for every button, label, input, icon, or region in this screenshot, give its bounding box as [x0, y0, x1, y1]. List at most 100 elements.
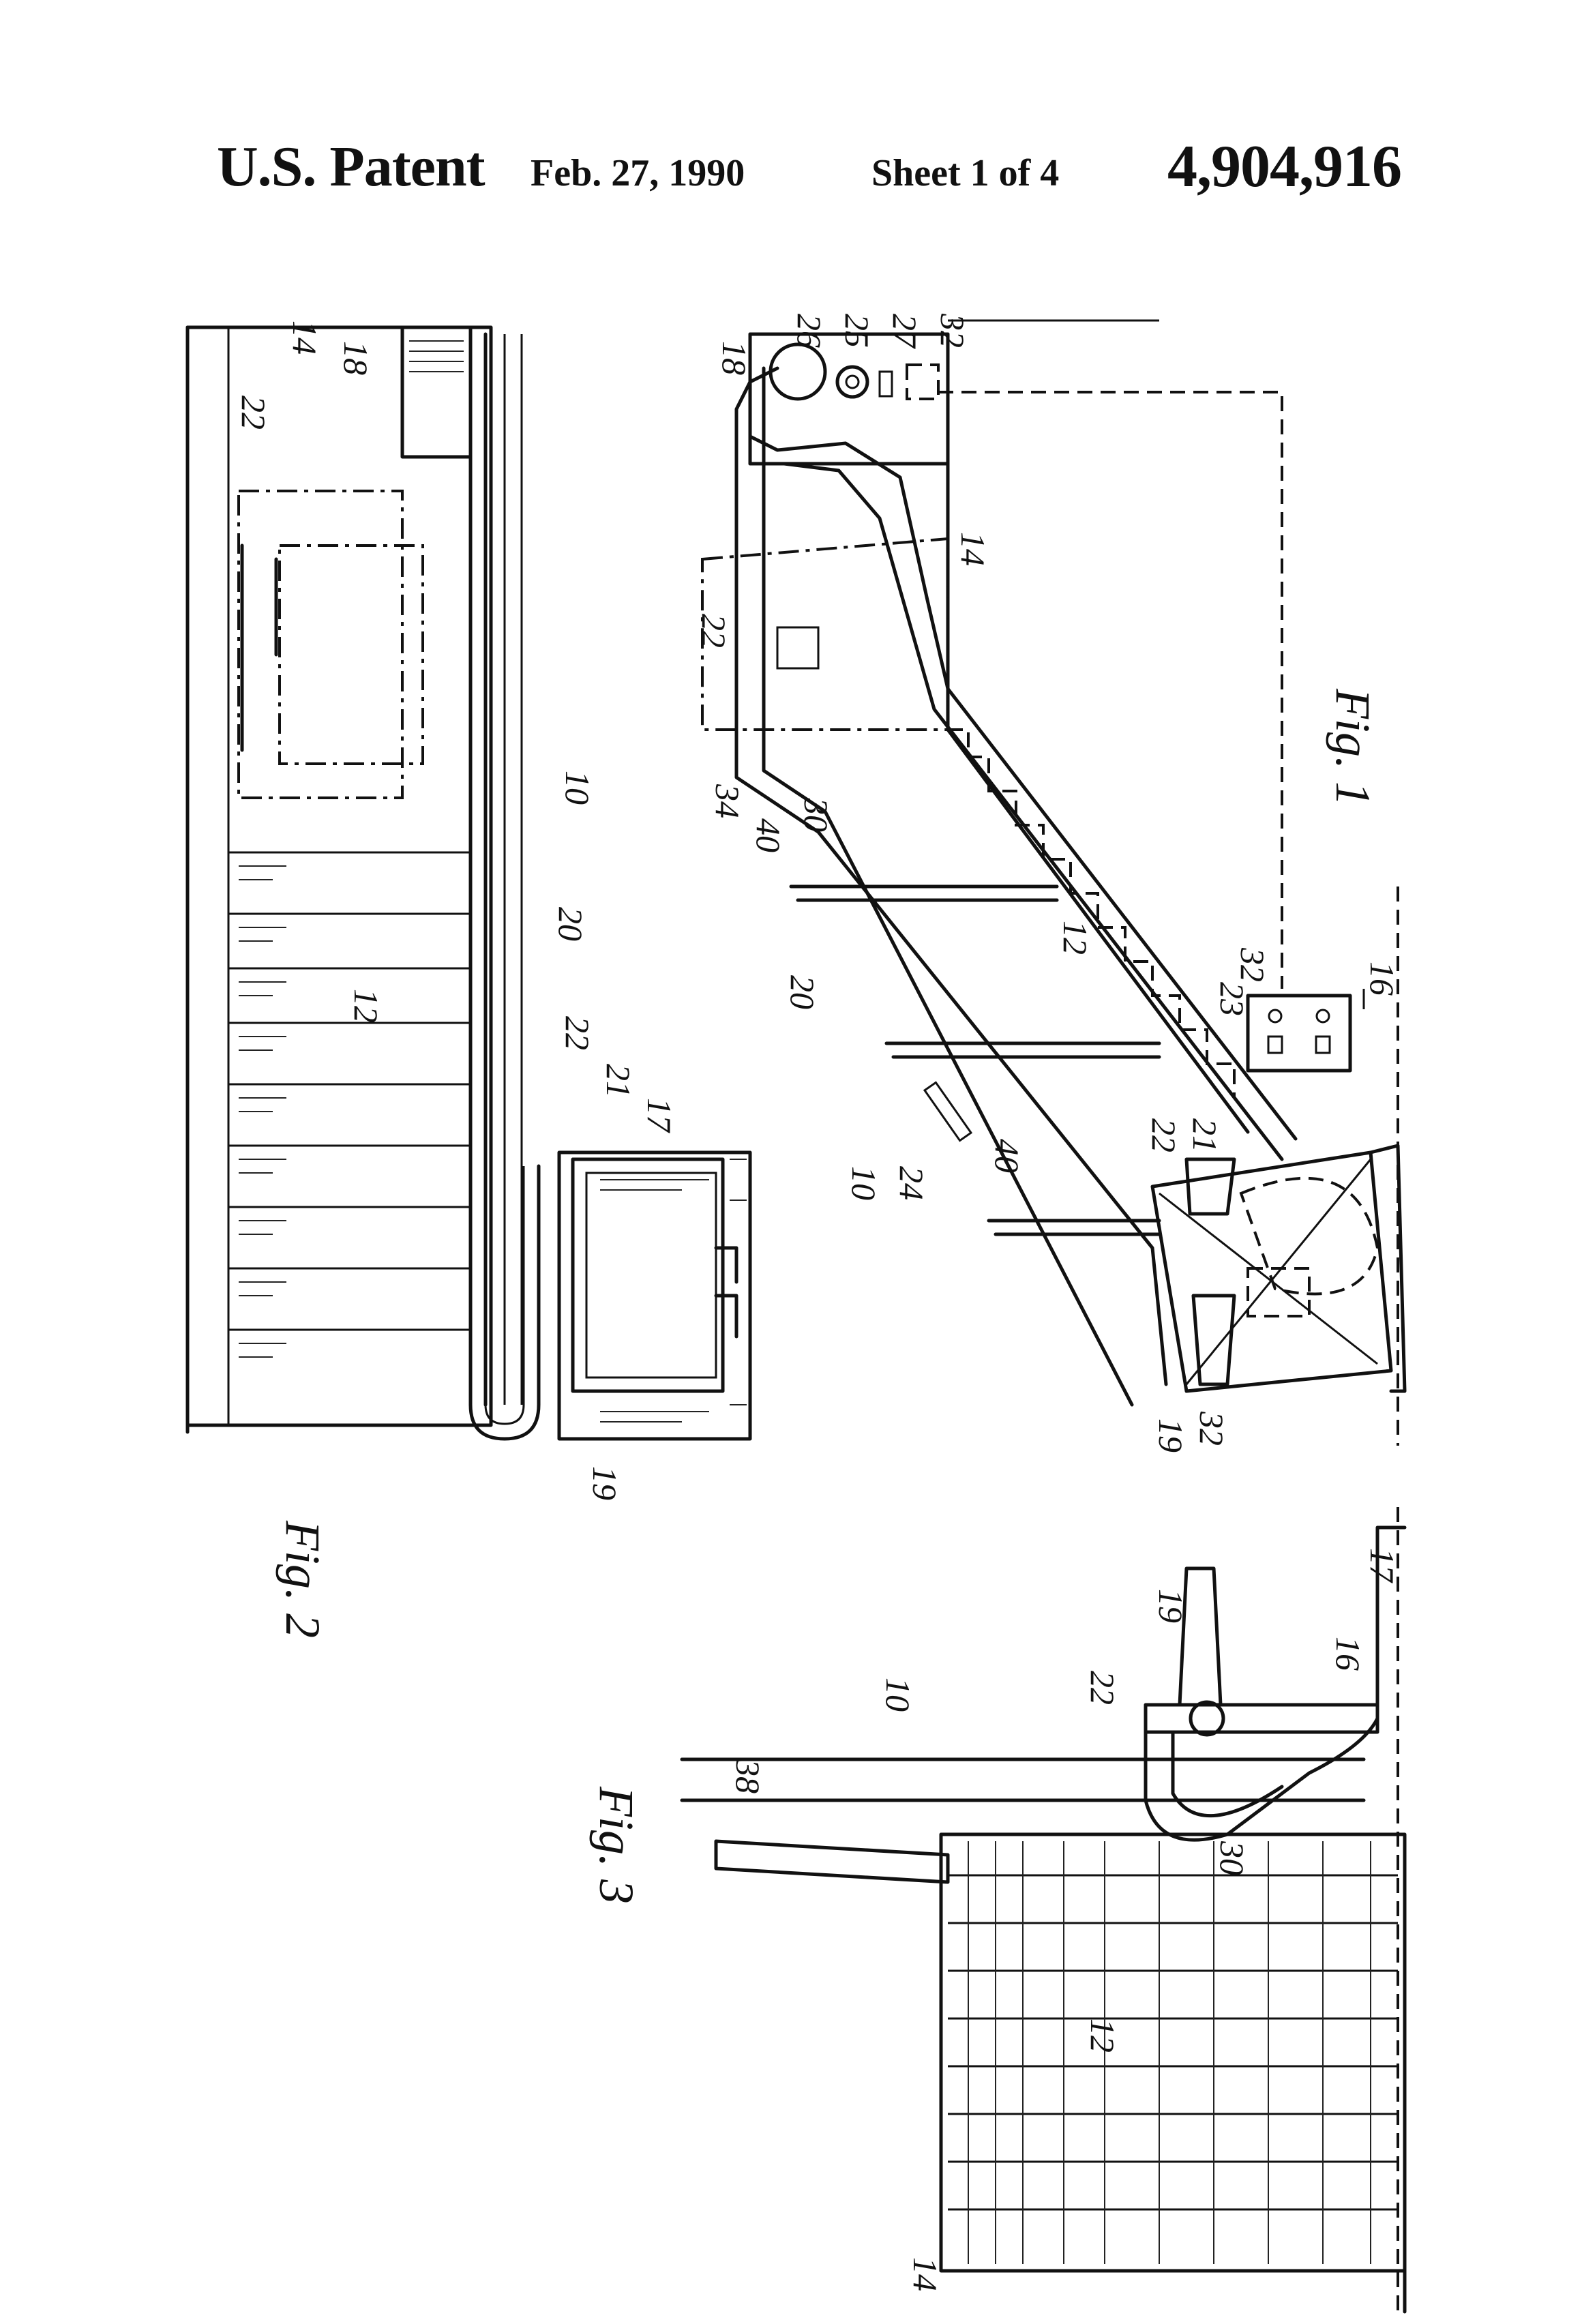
fig3-ref-10: 10	[879, 1678, 917, 1712]
fig1-ref-24: 24	[893, 1166, 931, 1200]
fig1-ref-14: 14	[954, 532, 992, 566]
fig3-track-bend-30	[1144, 1716, 1379, 1842]
fig2-chair-lower-base	[557, 1150, 752, 1441]
fig1-ref-20: 20	[783, 975, 822, 1009]
fig1-ref-30: 30	[797, 797, 835, 832]
figure-1: 26 25 27 32 18 14 22 34 40 30 20 12 32 2…	[695, 313, 1407, 1452]
fig1-rail-34	[734, 366, 1168, 1386]
fig3-track-bend-30-inner	[1171, 1730, 1284, 1818]
fig2-ref-10: 10	[558, 771, 597, 805]
fig1-control-button-2	[1315, 1009, 1330, 1024]
figure-2: 14 18 22 10 20 12 22 21 17 19 Fig. 2	[185, 321, 752, 1638]
fig2-ref-17: 17	[640, 1098, 678, 1133]
fig1-footrest-19	[1191, 1294, 1236, 1386]
fig1-ref-25: 25	[838, 314, 876, 348]
fig1-ref-40a: 40	[749, 818, 788, 852]
fig1-pulley-25	[835, 365, 869, 399]
fig1-ref-32b: 32	[1234, 947, 1272, 982]
fig1-rack-24	[923, 1081, 973, 1142]
fig3-chair-platform	[1144, 1703, 1379, 1734]
fig1-footrest-21	[1184, 1157, 1236, 1216]
sheet-number: Sheet 1 of 4	[871, 152, 1060, 194]
fig1-rail-30	[748, 434, 1298, 1141]
fig2-chair-lower-shading	[600, 1159, 747, 1422]
fig2-chair-upper-outline	[237, 490, 404, 799]
fig2-ref-18: 18	[337, 341, 375, 375]
fig2-ref-12: 12	[347, 989, 385, 1023]
fig2-housing-18	[400, 325, 473, 459]
fig3-chair-roller	[1189, 1700, 1225, 1737]
fig1-part-27	[878, 370, 893, 398]
patent-header: U.S. Patent Feb. 27, 1990 Sheet 1 of 4 4…	[0, 0, 1582, 218]
fig2-housing-hatch	[409, 340, 464, 372]
figure-3: 38 10 22 19 17 16 30 12 14 Fig. 3	[589, 1507, 1407, 2314]
fig2-rail-uturn-inner	[484, 1166, 525, 1425]
fig3-ref-14: 14	[906, 2257, 944, 2291]
fig1-chair-side	[1369, 1144, 1407, 1393]
fig1-ref-21: 21	[1186, 1118, 1224, 1152]
fig1-ref-23: 23	[1213, 982, 1251, 1016]
fig1-pulley-26	[768, 342, 827, 401]
fig3-ref-19: 19	[1152, 1589, 1190, 1623]
fig3-stair-body	[939, 1832, 1407, 2273]
fig3-ref-30: 30	[1213, 1841, 1251, 1875]
fig1-chair-lower	[1150, 1150, 1393, 1393]
fig2-ref-22b: 22	[558, 1016, 597, 1050]
fig3-ref-12: 12	[1084, 2018, 1122, 2053]
fig1-ref-10: 10	[845, 1166, 883, 1200]
fig1-stair-steps	[948, 728, 1236, 1098]
fig1-ref-16: 16	[1363, 962, 1401, 996]
fig1-housing-18	[748, 332, 950, 466]
fig3-stair-risers	[948, 1874, 1398, 2211]
fig1-control-box-23	[1246, 994, 1352, 1073]
fig2-ref-14: 14	[286, 321, 324, 355]
fig1-rail-34-inner	[762, 366, 1134, 1407]
fig2-wall-outline	[185, 325, 493, 1427]
fig1-ref-18: 18	[715, 341, 753, 375]
fig1-control-button-1	[1268, 1009, 1283, 1024]
patent-label: U.S. Patent	[217, 135, 486, 198]
fig3-stair-shading	[968, 1841, 1371, 2264]
fig1-ref-32a: 32	[934, 313, 972, 348]
fig1-chair-lower-cross	[1159, 1159, 1378, 1385]
fig3-ref-22: 22	[1084, 1671, 1122, 1705]
fig2-ref-19: 19	[586, 1466, 624, 1500]
fig2-chair-lower-seat	[571, 1157, 725, 1393]
fig1-chair-motor-dashed	[1247, 1267, 1311, 1317]
fig3-ref-38: 38	[729, 1759, 767, 1793]
fig3-chair-back-19	[1178, 1566, 1223, 1707]
fig2-chair-lower-arms	[714, 1246, 738, 1339]
fig1-ref-32c: 32	[1193, 1411, 1231, 1446]
fig2-chair-lower-cushion	[585, 1172, 717, 1379]
fig1-controller-32	[906, 363, 940, 400]
fig1-chair-seat-dashed	[1239, 1176, 1379, 1296]
fig1-control-switch-1	[1267, 1035, 1283, 1054]
fig2-stair-shading	[239, 865, 286, 1358]
patent-number: 4,904,916	[1167, 134, 1402, 200]
fig1-ref-27: 27	[886, 314, 924, 349]
fig2-ref-22a: 22	[235, 396, 273, 430]
fig1-ref-40b: 40	[988, 1139, 1026, 1173]
fig2-ref-21: 21	[599, 1064, 638, 1098]
fig3-rail-top	[714, 1839, 950, 1884]
fig1-chair-upper-motor	[776, 626, 820, 670]
fig1-stair-stringer	[946, 728, 1250, 1134]
fig2-seat-upper-outline	[278, 544, 424, 765]
fig1-ref-26: 26	[790, 314, 829, 348]
fig1-ref-12: 12	[1056, 921, 1094, 955]
fig1-control-switch-2	[1315, 1035, 1331, 1054]
fig3-ref-17: 17	[1363, 1548, 1401, 1583]
patent-date: Feb. 27, 1990	[531, 152, 745, 194]
fig3-footrest-17	[1375, 1525, 1407, 1707]
fig1-label: Fig. 1	[1326, 688, 1380, 806]
fig1-ref-22: 22	[695, 614, 733, 648]
fig2-stair-risers	[228, 851, 471, 1331]
fig2-ref-20: 20	[552, 907, 590, 941]
fig3-ref-16: 16	[1329, 1637, 1367, 1671]
fig1-pulley-25-hub	[845, 374, 860, 389]
fig1-rail-30-inner	[748, 462, 1284, 1161]
fig2-label: Fig. 2	[275, 1520, 330, 1638]
fig1-ref-22b: 22	[1145, 1118, 1183, 1152]
fig2-rail-uturn	[468, 1164, 541, 1441]
fig1-ref-34: 34	[708, 784, 747, 818]
